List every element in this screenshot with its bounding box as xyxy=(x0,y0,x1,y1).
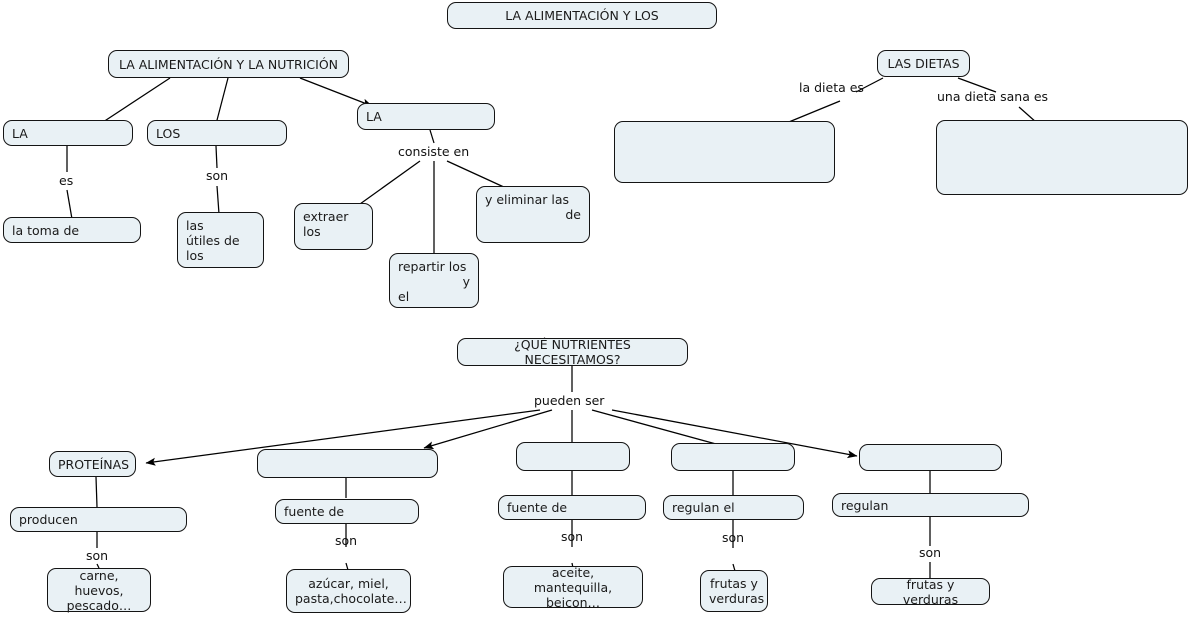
node-proteinas[interactable]: PROTEÍNAS xyxy=(49,451,136,477)
node-la-1[interactable]: LA xyxy=(3,120,133,146)
node-repartir-line1: repartir los xyxy=(398,259,467,274)
node-carne-line1: carne, huevos, xyxy=(74,567,124,598)
node-frutas-verduras-2[interactable]: frutas y verduras xyxy=(871,576,990,607)
link-label-son-frutas2: son xyxy=(919,545,942,560)
node-la-2[interactable]: LA xyxy=(357,103,495,130)
node-la-toma-de[interactable]: la toma de xyxy=(3,217,141,243)
node-las-dietas[interactable]: LAS DIETAS xyxy=(877,50,970,77)
node-producen-label: producen xyxy=(19,512,78,527)
node-nutriente-5[interactable] xyxy=(859,444,1002,471)
node-regulan[interactable]: regulan xyxy=(832,493,1029,517)
node-aceite-line2: beicon… xyxy=(545,594,601,610)
node-y-eliminar-las-de[interactable]: y eliminar las de xyxy=(476,186,590,243)
edge-nutricion-to-la2 xyxy=(299,77,373,107)
node-producen[interactable]: producen xyxy=(10,507,187,532)
link-label-son-los: son xyxy=(206,168,229,183)
node-regulan-el[interactable]: regulan el xyxy=(663,495,804,520)
node-las-utiles-line2: útiles de los xyxy=(186,233,244,263)
edge-puedenser-to-n4 xyxy=(591,409,717,445)
edge-la2-to-consiste xyxy=(429,129,435,144)
node-la-toma-de-label: la toma de xyxy=(12,222,80,238)
node-regulan-el-label: regulan el xyxy=(672,500,735,515)
edge-nutricion-to-los1 xyxy=(215,77,229,125)
link-label-es: es xyxy=(59,173,74,188)
node-proteinas-label: PROTEÍNAS xyxy=(58,456,130,472)
node-nutriente-3[interactable] xyxy=(516,442,630,471)
link-label-son-proteinas: son xyxy=(86,548,109,563)
node-repartir-line3: el xyxy=(398,289,410,304)
link-label-son-azucar: son xyxy=(335,533,358,548)
node-alimentacion-nutricion[interactable]: LA ALIMENTACIÓN Y LA NUTRICIÓN xyxy=(108,50,349,78)
node-eliminar-line2: de xyxy=(565,207,581,222)
node-la-2-label: LA xyxy=(366,109,382,124)
edge-proteinas-to-producen xyxy=(95,476,98,508)
edge-los1-to-son xyxy=(215,145,218,169)
link-label-son-frutas1: son xyxy=(722,530,745,545)
node-frutas1-line1: frutas y xyxy=(710,576,758,591)
node-fuente-de-3[interactable]: fuente de xyxy=(498,495,646,520)
node-nutriente-2[interactable] xyxy=(257,449,438,478)
node-root-top[interactable]: LA ALIMENTACIÓN Y LOS xyxy=(447,2,717,29)
link-label-una-dieta-sana-es: una dieta sana es xyxy=(937,89,1049,104)
node-extraer-los[interactable]: extraer los xyxy=(294,203,373,250)
node-regulan-label: regulan xyxy=(841,497,889,513)
edge-consiste-to-extraer xyxy=(359,160,421,205)
edge-nutricion-to-la1 xyxy=(96,77,171,127)
node-las-dietas-label: LAS DIETAS xyxy=(887,56,960,71)
node-fuente-de-2-label: fuente de xyxy=(284,504,345,519)
node-fuente-de-2[interactable]: fuente de xyxy=(275,499,419,524)
node-carne-line2: pescado… xyxy=(66,597,132,613)
node-nutriente-4[interactable] xyxy=(671,443,795,471)
node-que-nutrientes-label: ¿QUÉ NUTRIENTES NECESITAMOS? xyxy=(514,337,635,367)
node-eliminar-line1: y eliminar las xyxy=(485,192,569,207)
node-azucar-line2: pasta,chocolate… xyxy=(295,591,407,606)
node-dieta-box-right[interactable] xyxy=(936,120,1188,195)
node-frutas-verduras-1[interactable]: frutas y verduras xyxy=(700,570,768,612)
node-frutas1-line2: verduras xyxy=(709,591,765,606)
node-aceite-mantequilla-beicon[interactable]: aceite, mantequilla, beicon… xyxy=(503,564,643,610)
node-root-top-label: LA ALIMENTACIÓN Y LOS xyxy=(505,8,659,23)
node-repartir-line2: y xyxy=(462,274,470,289)
node-los-1-label: LOS xyxy=(156,125,181,141)
node-fuente-de-3-label: fuente de xyxy=(507,500,568,515)
node-azucar-line1: azúcar, miel, xyxy=(308,576,389,591)
node-extraer-los-label: extraer los xyxy=(303,209,353,239)
edge-son-to-lasutiles xyxy=(216,185,220,215)
node-azucar-miel-pasta-chocolate[interactable]: azúcar, miel, pasta,chocolate… xyxy=(286,569,411,613)
edge-es-to-latomade xyxy=(66,189,73,220)
node-la-1-label: LA xyxy=(12,125,28,141)
node-los-1[interactable]: LOS xyxy=(147,120,287,146)
node-aceite-line1: aceite, mantequilla, xyxy=(533,564,613,595)
node-repartir-los-y-el[interactable]: repartir los y el xyxy=(389,253,479,308)
node-carne-huevos-pescado[interactable]: carne, huevos, pescado… xyxy=(47,567,151,613)
node-las-utiles-de-los[interactable]: las útiles de los xyxy=(177,212,264,268)
node-dieta-box-left[interactable] xyxy=(614,121,835,183)
link-label-son-aceite: son xyxy=(561,529,584,544)
node-alimentacion-nutricion-label: LA ALIMENTACIÓN Y LA NUTRICIÓN xyxy=(118,56,339,72)
node-las-utiles-line1: las xyxy=(186,218,204,233)
link-label-consiste-en: consiste en xyxy=(398,144,470,159)
node-que-nutrientes[interactable]: ¿QUÉ NUTRIENTES NECESITAMOS? xyxy=(457,337,688,367)
edge-consiste-to-eliminar xyxy=(446,160,507,189)
link-label-pueden-ser: pueden ser xyxy=(534,393,605,408)
link-label-la-dieta-es: la dieta es xyxy=(799,80,864,95)
node-frutas2-label: frutas y verduras xyxy=(902,576,959,607)
